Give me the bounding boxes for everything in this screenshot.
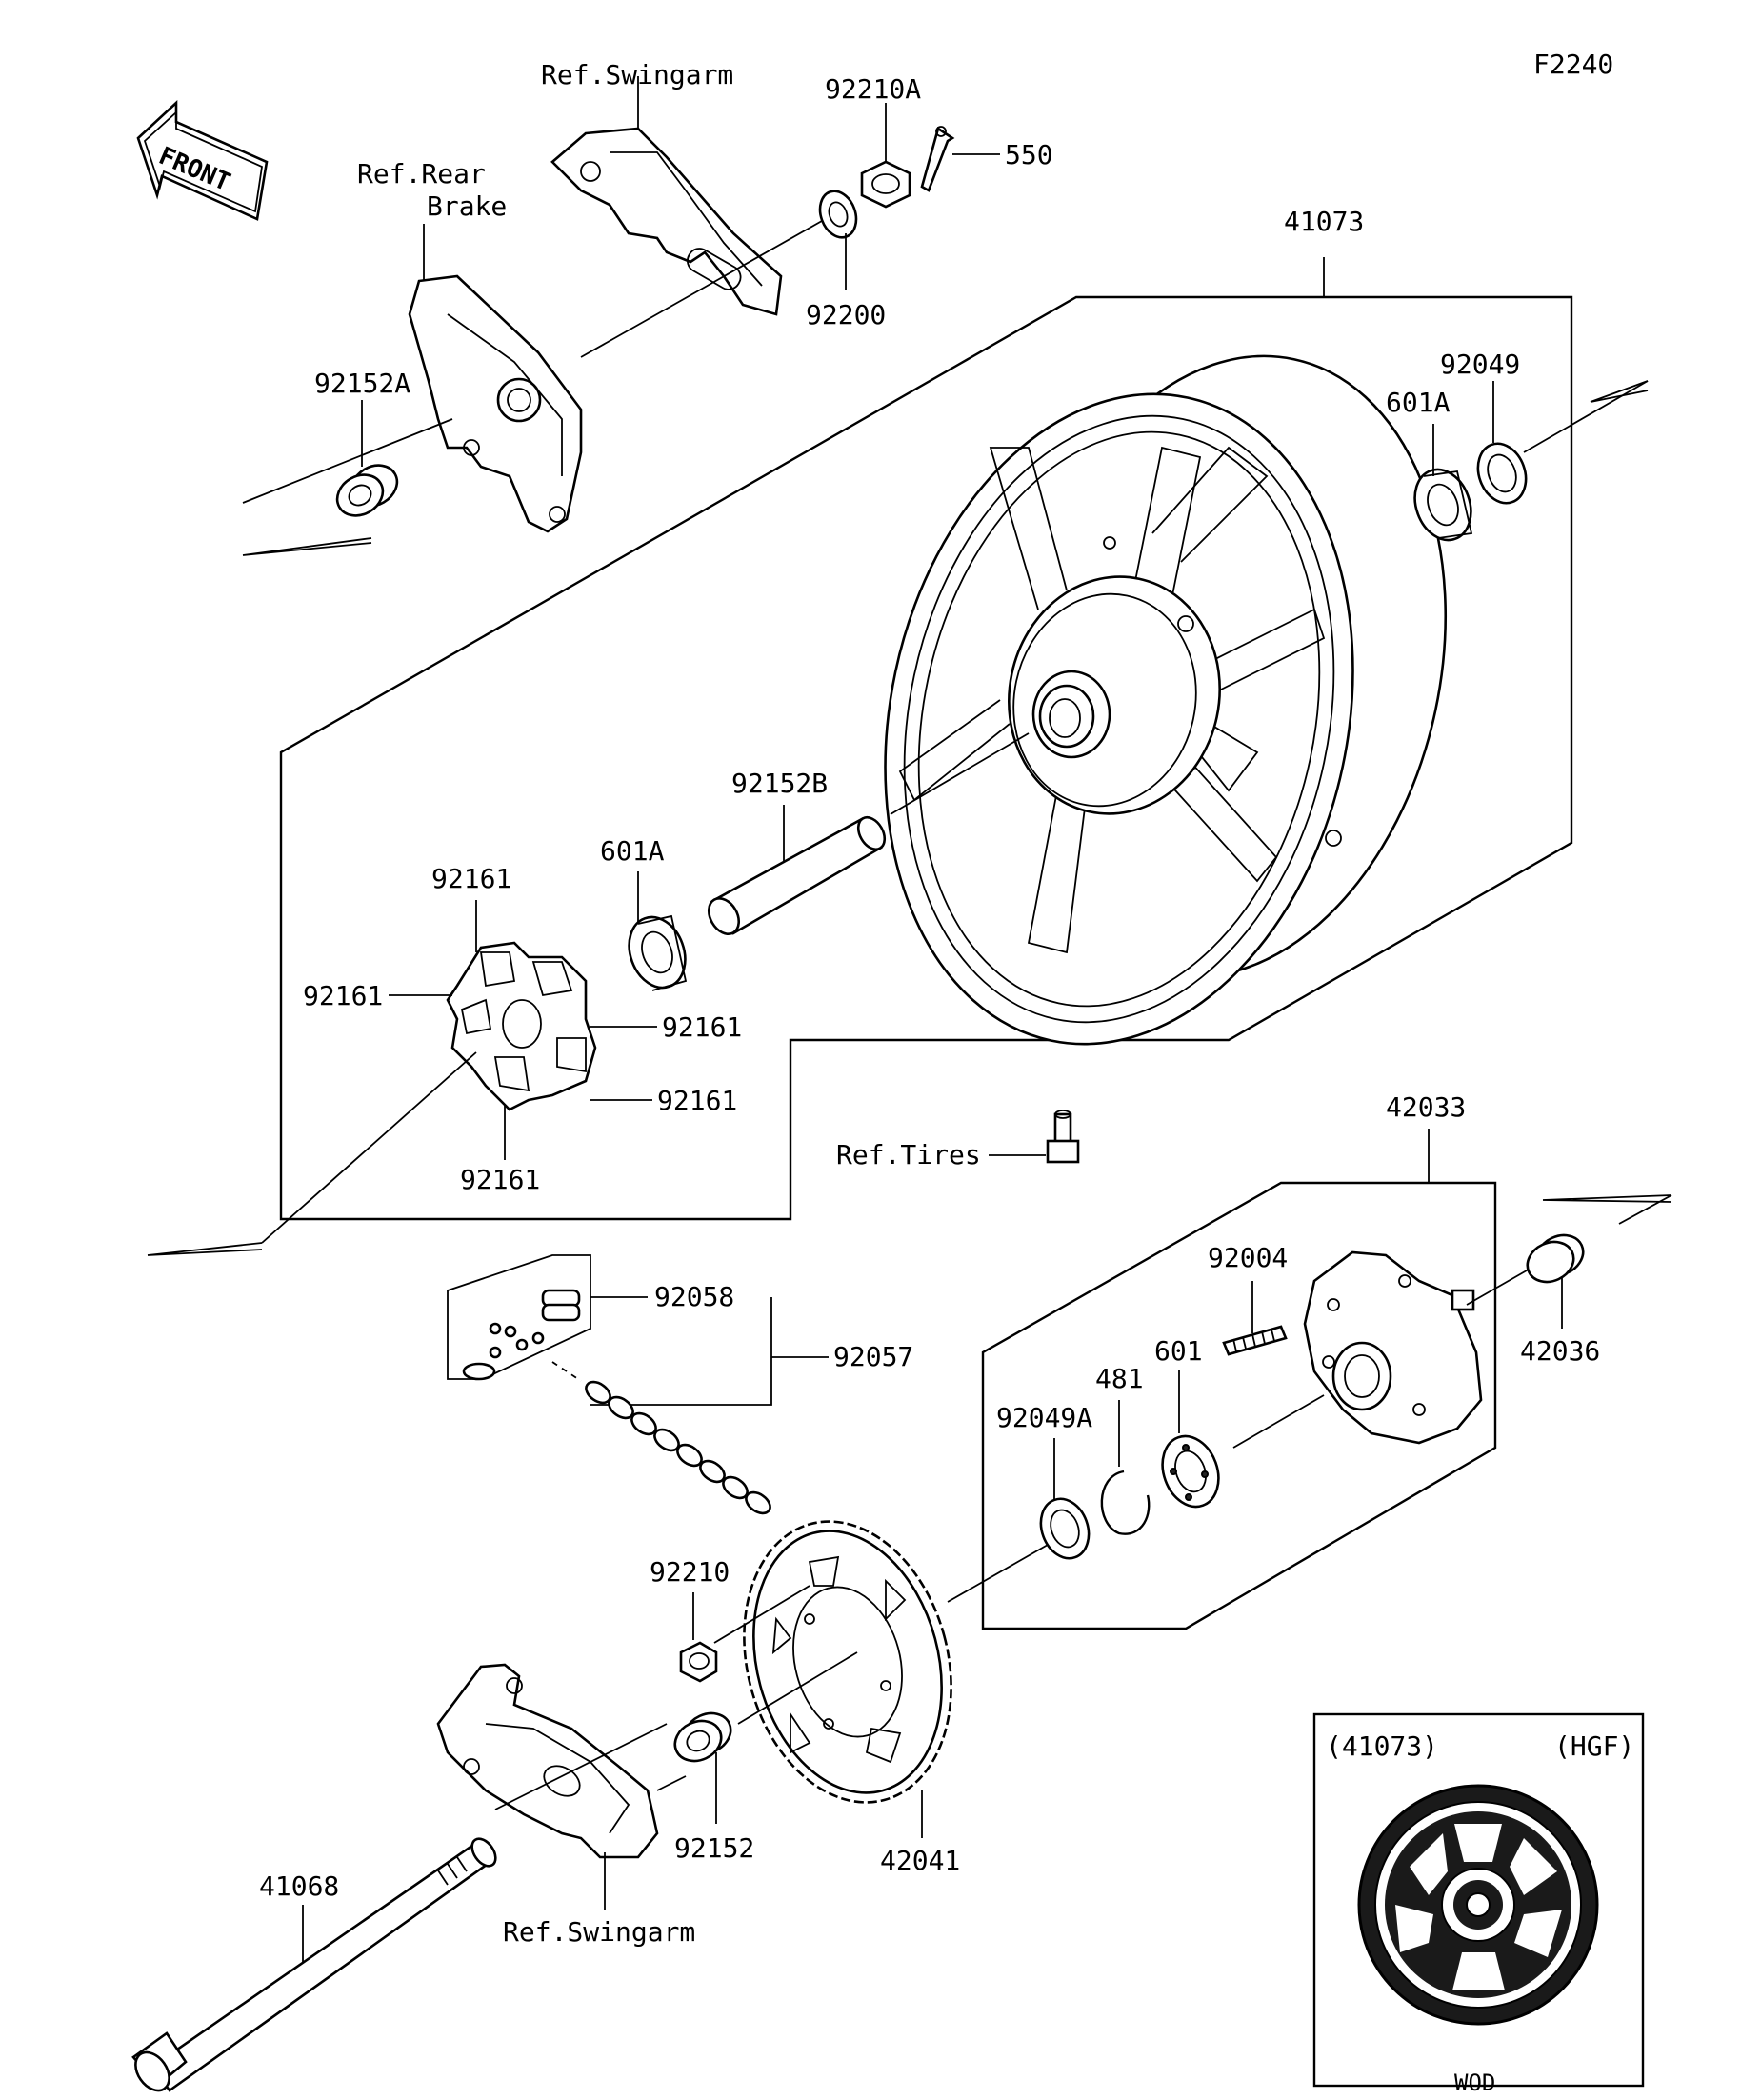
rear-axle-41068: [131, 1837, 497, 2092]
label-41073: 41073: [1284, 206, 1364, 237]
label-92210: 92210: [650, 1556, 730, 1588]
label-92210a: 92210A: [825, 73, 921, 105]
label-92049: 92049: [1440, 349, 1520, 380]
figure-code: F2240: [1533, 49, 1613, 80]
label-42033: 42033: [1386, 1091, 1466, 1123]
label-601a-left: 601A: [600, 835, 665, 867]
drive-chain-92057: [551, 1361, 771, 1515]
collar-92152: [673, 1711, 732, 1763]
front-direction-arrow: FRONT: [136, 100, 269, 221]
chain-link-kit-92058: [447, 1254, 591, 1381]
nut-92210: [679, 1641, 718, 1683]
label-42036: 42036: [1520, 1335, 1600, 1367]
collar-42036: [1526, 1233, 1585, 1284]
bearing-601a-left: [628, 914, 688, 991]
collar-92152a: [335, 464, 399, 517]
sprocket-coupling-42033: [1303, 1250, 1483, 1445]
circlip-481: [1100, 1470, 1151, 1535]
inset-color-code: (HGF): [1554, 1730, 1634, 1762]
label-92049a: 92049A: [996, 1402, 1092, 1433]
tire-valve: [1046, 1110, 1080, 1164]
label-42041: 42041: [880, 1845, 960, 1876]
inset-part-label: (41073): [1326, 1730, 1438, 1762]
ref-rear-brake-label-2: Brake: [427, 190, 507, 222]
collar-92152b: [707, 815, 887, 935]
stud-92004: [1222, 1325, 1288, 1356]
label-92058: 92058: [654, 1281, 734, 1312]
label-601a-right: 601A: [1386, 387, 1451, 418]
cotter-pin-550: [920, 126, 955, 192]
ref-swingarm-top-label: Ref.Swingarm: [541, 59, 733, 90]
ref-swingarm-bottom-label: Ref.Swingarm: [503, 1916, 695, 1948]
washer-92200: [818, 190, 858, 239]
label-92161-bottom: 92161: [460, 1164, 540, 1195]
seal-92049: [1476, 442, 1528, 505]
label-601: 601: [1154, 1335, 1203, 1367]
label-92004: 92004: [1208, 1242, 1288, 1273]
bearing-601a-right: [1413, 468, 1473, 542]
damper-rubber-92161: [446, 941, 597, 1111]
color-variant-inset: (41073) (HGF) WOD: [1312, 1712, 1645, 2096]
label-92161-left: 92161: [303, 980, 383, 1011]
label-41068: 41068: [259, 1870, 339, 1902]
label-92152: 92152: [674, 1832, 754, 1864]
inset-finish-label: WOD: [1454, 2070, 1495, 2096]
group-border-42033: [981, 1181, 1497, 1630]
bearing-601: [1161, 1434, 1220, 1509]
label-92161-right-1: 92161: [662, 1011, 742, 1043]
seal-92049a: [1039, 1497, 1091, 1560]
label-92152a: 92152A: [314, 368, 410, 399]
label-92152b: 92152B: [731, 768, 828, 799]
rear-wheel-41073: [884, 354, 1448, 1046]
label-550: 550: [1005, 139, 1053, 170]
label-92200: 92200: [806, 299, 886, 330]
inset-wheel-illustration: [1357, 1784, 1599, 2026]
ref-rear-brake-label-1: Ref.Rear: [357, 158, 486, 190]
label-92161-top: 92161: [431, 863, 511, 894]
label-92161-right-2: 92161: [657, 1085, 737, 1116]
nut-92210a: [860, 160, 911, 209]
group-border-41073: [279, 295, 1573, 1221]
label-92057: 92057: [833, 1341, 913, 1372]
rear-sprocket-42041: [743, 1520, 952, 1804]
swingarm-bracket-bottom: [436, 1663, 659, 1859]
ref-tires-label: Ref.Tires: [836, 1139, 981, 1170]
label-481: 481: [1095, 1363, 1144, 1394]
swingarm-bracket-top: [550, 127, 783, 316]
rear-brake-bracket: [408, 274, 583, 533]
